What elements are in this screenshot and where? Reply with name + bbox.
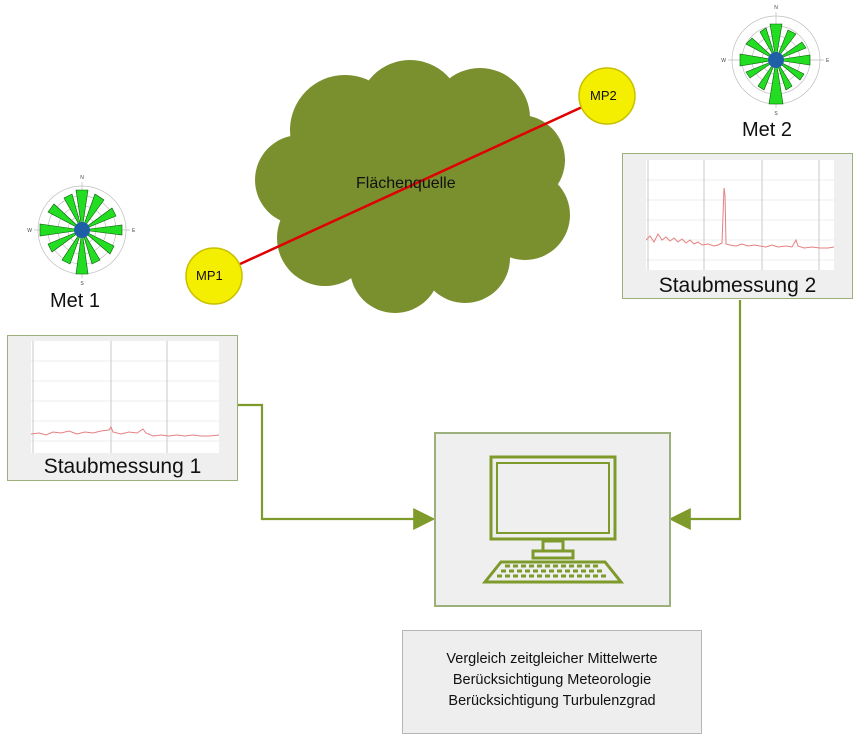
met1-label: Met 1 xyxy=(50,290,101,312)
dust-timeseries-chart-2 xyxy=(646,160,834,270)
dust-measurement-2-panel: Staubmessung 2 xyxy=(622,153,853,299)
compass-south-met1: S xyxy=(80,281,84,287)
computer-icon xyxy=(481,455,625,584)
mp-connection-line xyxy=(213,95,605,278)
analysis-note-1: Vergleich zeitgleicher Mittelwerte xyxy=(446,651,658,667)
mp2-label: MP2 xyxy=(590,88,617,103)
compass-north-met2: N xyxy=(774,5,778,11)
compass-south-met2: S xyxy=(774,111,778,117)
analysis-computer-box xyxy=(434,432,671,607)
analysis-note-2: Berücksichtigung Meteorologie xyxy=(452,672,652,688)
connector-m2-to-computer xyxy=(668,300,742,530)
measuring-point-mp1 xyxy=(185,247,243,305)
compass-west-met2: W xyxy=(721,58,726,64)
compass-west-met1: W xyxy=(27,228,32,234)
measuring-point-mp2 xyxy=(578,67,636,125)
area-source-cloud xyxy=(255,60,570,313)
met2-label: Met 2 xyxy=(742,119,793,141)
compass-north-met1: N xyxy=(80,175,84,181)
mp1-label: MP1 xyxy=(196,268,223,283)
compass-east-met2: E xyxy=(826,58,830,64)
dust-measurement-1-label: Staubmessung 1 xyxy=(43,455,202,478)
wind-rose-met1: N E S W xyxy=(27,175,136,287)
compass-east-met1: E xyxy=(132,228,136,234)
wind-rose-met2: N E S W xyxy=(721,5,830,117)
dust-measurement-1-panel: Staubmessung 1 xyxy=(7,335,238,481)
dust-timeseries-chart-1 xyxy=(31,341,219,453)
analysis-note-3: Berücksichtigung Turbulenzgrad xyxy=(448,693,656,709)
area-source-label: Flächenquelle xyxy=(356,175,456,192)
dust-measurement-2-label: Staubmessung 2 xyxy=(658,274,817,297)
analysis-notes-box: Vergleich zeitgleicher Mittelwerte Berüc… xyxy=(402,630,702,734)
connector-m1-to-computer xyxy=(237,403,436,530)
